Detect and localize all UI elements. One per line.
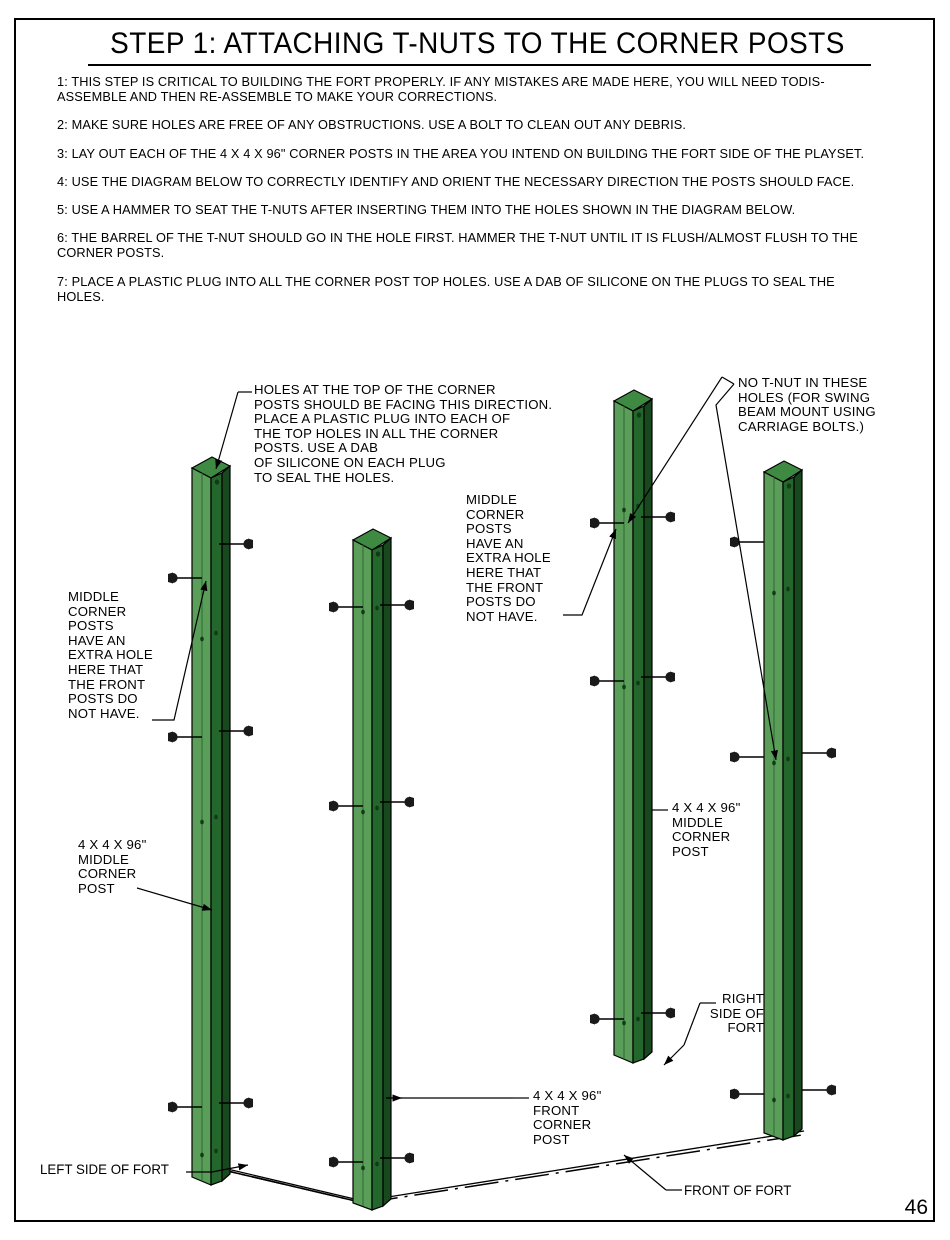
page-title: STEP 1: ATTACHING T-NUTS TO THE CORNER P… <box>110 27 845 60</box>
assembly-diagram: HOLES AT THE TOP OF THE CORNER POSTS SHO… <box>16 365 934 1220</box>
callout-top-holes: HOLES AT THE TOP OF THE CORNER POSTS SHO… <box>254 382 553 485</box>
instruction-step: 6: THE BARREL OF THE T-NUT SHOULD GO IN … <box>57 230 858 261</box>
label-front-corner-post: 4 X 4 X 96" FRONT CORNER POST <box>533 1088 602 1147</box>
instruction-step: 4: USE THE DIAGRAM BELOW TO CORRECTLY ID… <box>57 173 855 189</box>
label-right-middle-post: 4 X 4 X 96" MIDDLE CORNER POST <box>672 800 741 859</box>
label-left-middle-post: 4 X 4 X 96" MIDDLE CORNER POST <box>78 837 147 896</box>
page-number: 46 <box>904 1196 928 1219</box>
instruction-list: 1: THIS STEP IS CRITICAL TO BUILDING THE… <box>57 74 912 317</box>
post-right-middle <box>589 389 676 1064</box>
post-left <box>167 456 254 1186</box>
diagram-svg <box>136 376 837 1211</box>
callout-extra-hole-left: MIDDLE CORNER POSTS HAVE AN EXTRA HOLE H… <box>68 589 153 721</box>
label-left-side-of-fort: LEFT SIDE OF FORT <box>40 1161 169 1177</box>
instruction-step: 1: THIS STEP IS CRITICAL TO BUILDING THE… <box>57 74 825 105</box>
title-underline <box>88 64 871 66</box>
instruction-step: 7: PLACE A PLASTIC PLUG INTO ALL THE COR… <box>57 273 835 304</box>
label-right-side-of-fort: RIGHT SIDE OF FORT <box>709 991 764 1036</box>
instruction-step: 5: USE A HAMMER TO SEAT THE T-NUTS AFTER… <box>57 202 796 218</box>
label-front-of-fort: FRONT OF FORT <box>684 1182 792 1198</box>
post-center <box>328 528 415 1211</box>
instruction-step: 2: MAKE SURE HOLES ARE FREE OF ANY OBSTR… <box>57 117 687 133</box>
page-border <box>14 18 935 1222</box>
instruction-step: 3: LAY OUT EACH OF THE 4 X 4 X 96" CORNE… <box>57 145 865 161</box>
callout-extra-hole-center: MIDDLE CORNER POSTS HAVE AN EXTRA HOLE H… <box>466 492 551 624</box>
post-far-right <box>729 460 837 1141</box>
callout-no-tnut: NO T-NUT IN THESE HOLES (FOR SWING BEAM … <box>738 375 876 434</box>
